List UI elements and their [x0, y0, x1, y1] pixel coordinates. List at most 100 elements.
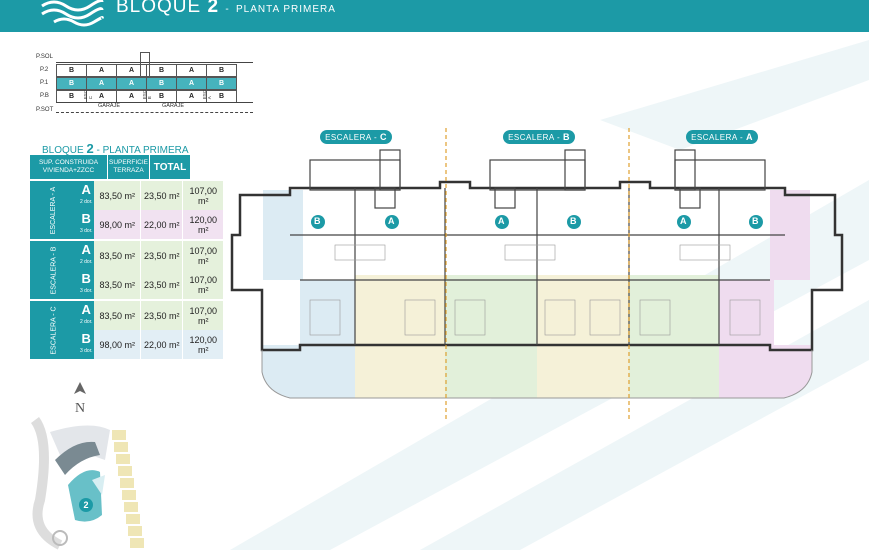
unit-cell: A: [86, 64, 117, 77]
waves-logo-icon: [41, 0, 104, 27]
construida-cell: 83,50 m²: [94, 299, 142, 330]
terraza-cell: 22,00 m²: [140, 330, 184, 359]
total-cell: 120,00 m²: [182, 330, 225, 359]
escalera-c-tag: ESCALERA - C: [320, 130, 392, 144]
block-2-highlight: [68, 470, 102, 522]
escalera-label: ESCALERA - C: [30, 299, 79, 359]
header-total: TOTAL: [149, 155, 190, 179]
level-line: [56, 62, 253, 63]
building-walls: [230, 180, 844, 352]
esc-tag-mini: ESC C: [83, 90, 93, 100]
pool: [92, 475, 105, 495]
terraza-cell: 23,50 m²: [140, 270, 184, 300]
townhouse-row: [112, 430, 144, 548]
table-title-number: 2: [86, 141, 94, 156]
construida-cell: 98,00 m²: [94, 330, 142, 359]
level-label: P.B: [40, 93, 49, 99]
level-label: P.1: [40, 80, 49, 86]
construida-cell: 83,50 m²: [94, 239, 142, 270]
interior-walls: [290, 149, 785, 345]
table-title-prefix: BLOQUE: [42, 145, 84, 156]
sotano-line: [56, 112, 253, 113]
unit-cell: B: [206, 77, 237, 90]
unit-marker-label: A: [498, 216, 505, 226]
construida-cell: 83,50 m²: [94, 270, 142, 300]
table-title-suffix: - PLANTA PRIMERA: [96, 145, 189, 156]
title-bloque-number: 2: [207, 0, 220, 17]
level-label: P.2: [40, 67, 49, 73]
unit-zones: [262, 190, 812, 398]
total-cell: 120,00 m²: [182, 210, 225, 240]
level-row-p1: B A A B A B: [56, 77, 237, 90]
roundabout: [52, 530, 68, 546]
garage-label: GARAJE: [162, 103, 185, 109]
escalera-b-tag: ESCALERA - B: [503, 130, 575, 144]
unit-cell: B: [56, 77, 87, 90]
north-arrow-icon: [74, 382, 86, 394]
area-table: SUP. CONSTRUIDA VIVIENDA+ZZCC SUPERFICIE…: [30, 155, 190, 179]
unit-cell: B: [56, 64, 87, 77]
total-cell: 107,00 m²: [182, 299, 225, 330]
ground-line: [56, 102, 253, 103]
unit-cell: A: [176, 77, 207, 90]
garage-label: GARAJE: [98, 103, 121, 109]
terraza-cell: 22,00 m²: [140, 210, 184, 240]
level-row-p2: B A A B A B: [56, 64, 237, 77]
unit-marker-label: B: [314, 216, 321, 226]
page-title: BLOQUE 2 - PLANTA PRIMERA: [116, 0, 336, 18]
terraza-cell: 23,50 m²: [140, 239, 184, 270]
escalera-dividers: [445, 128, 630, 420]
construida-cell: 98,00 m²: [94, 210, 142, 240]
total-cell: 107,00 m²: [182, 181, 225, 210]
level-label: P.SOL: [36, 54, 53, 60]
esc-tag-mini: ESC B: [142, 90, 152, 100]
title-dash: -: [225, 4, 230, 15]
unit-cell: B: [206, 64, 237, 77]
header-terraza: SUPERFICIE TERRAZA: [107, 155, 150, 179]
terrace-outline: [261, 350, 813, 399]
furniture: [309, 244, 761, 336]
unit-cell: B: [146, 64, 177, 77]
title-bloque: BLOQUE: [116, 0, 202, 17]
terraza-cell: 23,50 m²: [140, 181, 184, 210]
unit-marker-label: B: [752, 216, 759, 226]
header-construida: SUP. CONSTRUIDA VIVIENDA+ZZCC: [30, 155, 108, 179]
north-label: N: [75, 401, 85, 416]
unit-marker-label: B: [570, 216, 577, 226]
site-map: N 2: [30, 382, 144, 550]
unit-marker-label: A: [680, 216, 687, 226]
escalera-a-tag: ESCALERA - A: [686, 130, 758, 144]
road: [30, 417, 63, 550]
header-bar: BLOQUE 2 - PLANTA PRIMERA: [0, 0, 869, 32]
esc-tag-mini: ESC A: [202, 90, 212, 100]
unit-cell: A: [116, 77, 147, 90]
block-2-marker: [79, 498, 93, 512]
title-subtitle: PLANTA PRIMERA: [235, 4, 336, 15]
block-1: [55, 441, 100, 475]
construida-cell: 83,50 m²: [94, 181, 142, 210]
background-stripes: [230, 40, 869, 550]
unit-cell: A: [86, 77, 117, 90]
unit-marker-label: A: [388, 216, 395, 226]
table-title: BLOQUE 2 - PLANTA PRIMERA: [42, 141, 189, 156]
unit-cell: B: [146, 77, 177, 90]
total-cell: 107,00 m²: [182, 270, 225, 300]
block-2-number: 2: [83, 500, 88, 510]
level-label: P.SOT: [36, 107, 54, 113]
total-cell: 107,00 m²: [182, 239, 225, 270]
terraza-cell: 23,50 m²: [140, 299, 184, 330]
unit-cell: A: [116, 64, 147, 77]
